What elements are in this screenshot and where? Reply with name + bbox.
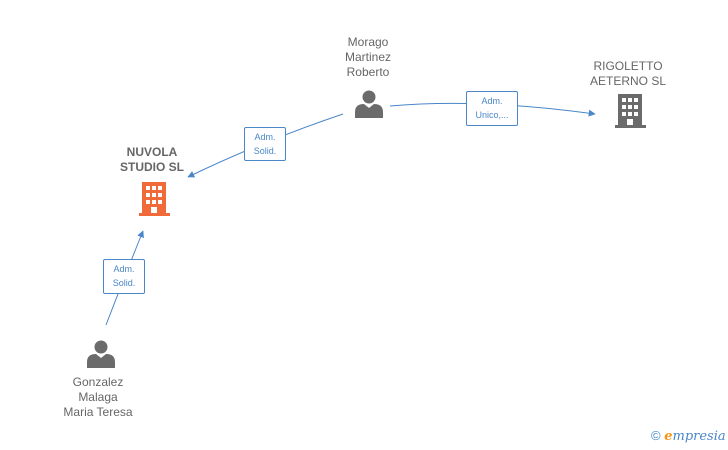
building-icon[interactable] <box>615 94 646 128</box>
node-label-line: Morago <box>347 35 389 49</box>
edge-label-line: Adm. <box>254 132 276 142</box>
node-label-line: Malaga <box>78 390 118 404</box>
building-icon[interactable] <box>139 182 170 216</box>
edge-label-line: Adm. <box>113 264 135 274</box>
node-label-line: Gonzalez <box>72 375 124 389</box>
person-icon[interactable] <box>355 90 383 119</box>
node-label-nuvola: NUVOLA STUDIO SL <box>102 145 202 175</box>
person-icon[interactable] <box>87 340 115 369</box>
edge-label-morago-rigoletto[interactable]: Adm. Unico,... <box>466 91 518 126</box>
node-label-gonzalez: Gonzalez Malaga Maria Teresa <box>48 375 148 420</box>
edge-label-line: Adm. <box>481 96 503 106</box>
copyright-symbol: © <box>651 428 661 443</box>
brand-logo[interactable]: © empresia <box>651 428 726 444</box>
brand-e: e <box>664 429 673 444</box>
node-label-line: RIGOLETTO <box>593 59 663 73</box>
edge-label-line: Solid. <box>112 278 136 288</box>
edge-label-line: Solid. <box>253 146 277 156</box>
node-label-line: STUDIO SL <box>119 160 184 174</box>
edge-label-gonzalez-nuvola[interactable]: Adm. Solid. <box>103 259 145 294</box>
node-label-rigoletto: RIGOLETTO AETERNO SL <box>578 59 678 89</box>
node-label-line: NUVOLA <box>126 145 178 159</box>
node-label-line: Roberto <box>346 65 390 79</box>
edge-label-line: Unico,... <box>475 110 509 120</box>
node-label-morago: Morago Martinez Roberto <box>318 35 418 80</box>
edge-label-morago-nuvola[interactable]: Adm. Solid. <box>244 127 286 161</box>
node-label-line: Maria Teresa <box>63 405 133 419</box>
node-label-line: AETERNO SL <box>589 74 667 88</box>
node-label-line: Martinez <box>344 50 391 64</box>
brand-name: mpresia <box>672 429 726 444</box>
